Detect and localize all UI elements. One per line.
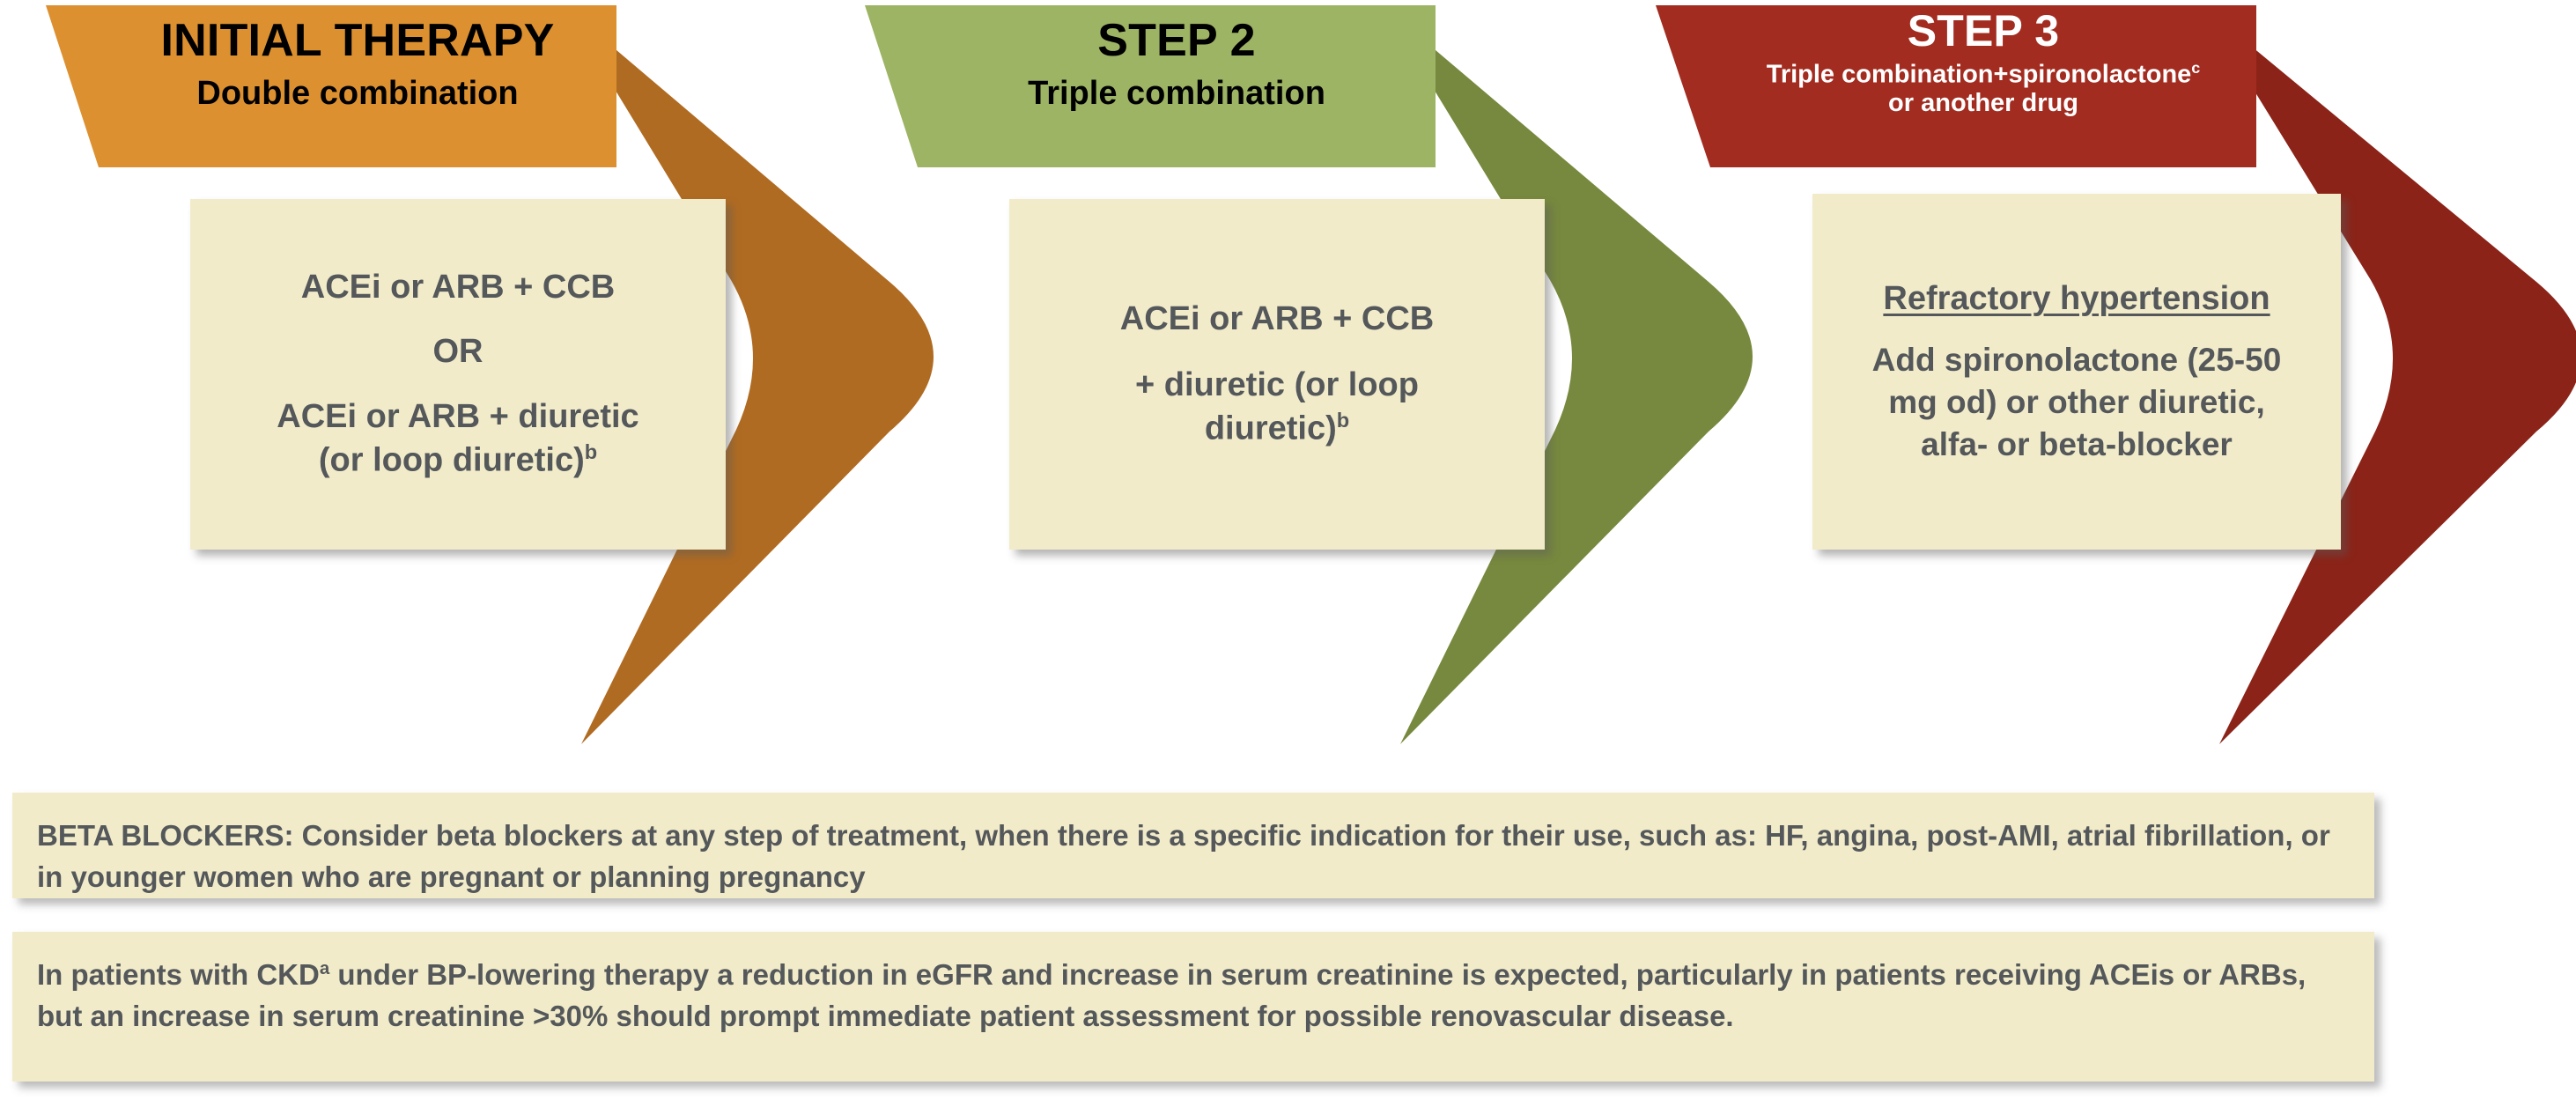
step3-card-line-4-text: alfa- or beta-blocker <box>1921 425 2233 462</box>
step3-banner-title: STEP 3 <box>1907 6 2060 55</box>
step2-card-line-3-text: diuretic) <box>1204 410 1337 448</box>
step3-card-line-2-text: Add spironolactone (25-50 <box>1871 341 2282 378</box>
step2-card-line-3-sup: b <box>1336 409 1350 432</box>
step1-card-line-2-text: OR <box>432 333 483 371</box>
step2-card-line-2-text: + diuretic (or loop <box>1135 365 1419 403</box>
step1-treatment-card: ACEi or ARB + CCB OR ACEi or ARB + diure… <box>190 199 726 550</box>
step1-chevron-arrow <box>564 5 934 744</box>
step1-card-line-4: (or loop diuretic)b <box>319 439 597 483</box>
ckd-note: In patients with CKDa under BP-lowering … <box>12 932 2374 1082</box>
step2-card-line-1-text: ACEi or ARB + CCB <box>1119 299 1435 337</box>
step1-banner-shape <box>46 5 616 167</box>
step3-treatment-card: Refractory hypertension Add spironolacto… <box>1812 194 2341 550</box>
step2-banner-subtitle-text: Triple combination <box>1028 75 1325 113</box>
step1-card-line-3: ACEi or ARB + diuretic <box>277 395 638 439</box>
ckd-note-body-2: under BP-lowering therapy a reduction in… <box>37 958 2307 1032</box>
step2-banner: STEP 2 Triple combination <box>918 7 1436 167</box>
step3-card-heading: Refractory hypertension <box>1883 277 2270 321</box>
step2-card-line-2: + diuretic (or loop <box>1135 364 1419 407</box>
step1-card-line-1: ACEi or ARB + CCB <box>301 266 615 309</box>
beta-blockers-note-body: BETA BLOCKERS: Consider beta blockers at… <box>37 819 2330 893</box>
step1-banner: INITIAL THERAPY Double combination <box>99 7 616 167</box>
step3-banner-subtitle-line2: or another drug <box>1888 89 2078 118</box>
beta-blockers-note: BETA BLOCKERS: Consider beta blockers at… <box>12 793 2374 898</box>
ckd-note-text: In patients with CKDa under BP-lowering … <box>37 955 2350 1037</box>
step1-card-line-2: OR <box>433 330 483 373</box>
step1-banner-title: INITIAL THERAPY <box>160 15 555 66</box>
step3-chevron-arrow <box>2202 5 2576 744</box>
step3-banner-subtitle-line1: Triple combination+spironolactone <box>1766 60 2192 89</box>
ckd-note-body-1: In patients with CKD <box>37 958 320 991</box>
step3-banner-subtitle: Triple combination+spironolactonec or an… <box>1767 59 2201 118</box>
step3-card-line-3: mg od) or other diuretic, <box>1888 381 2265 424</box>
step2-banner-shape <box>865 5 1436 167</box>
step1-card-line-4-text: (or loop diuretic) <box>318 441 585 479</box>
step2-chevron-arrow <box>1383 5 1753 744</box>
step2-card-line-1: ACEi or ARB + CCB <box>1120 298 1434 341</box>
step3-card-line-2: Add spironolactone (25-50 <box>1872 339 2282 381</box>
step2-banner-subtitle: Triple combination <box>1028 75 1325 113</box>
step1-card-line-1-text: ACEi or ARB + CCB <box>300 268 616 306</box>
step2-banner-title: STEP 2 <box>1097 15 1256 66</box>
ckd-note-sup: a <box>319 958 330 978</box>
step2-card-line-3: diuretic)b <box>1205 407 1349 451</box>
step3-card-heading-text: Refractory hypertension <box>1883 280 2270 318</box>
step1-card-line-3-text: ACEi or ARB + diuretic <box>277 397 639 435</box>
step3-banner: STEP 3 Triple combination+spironolactone… <box>1710 4 2256 167</box>
step1-banner-subtitle: Double combination <box>196 75 518 113</box>
beta-blockers-note-text: BETA BLOCKERS: Consider beta blockers at… <box>37 816 2350 898</box>
step1-banner-subtitle-text: Double combination <box>196 75 519 113</box>
step3-card-line-4: alfa- or beta-blocker <box>1921 424 2233 466</box>
step3-card-line-3-text: mg od) or other diuretic, <box>1888 383 2265 420</box>
step1-card-line-4-sup: b <box>584 440 598 464</box>
step3-banner-subtitle-sup: c <box>2191 59 2201 77</box>
step2-treatment-card: ACEi or ARB + CCB + diuretic (or loop di… <box>1009 199 1545 550</box>
step3-banner-shape <box>1656 5 2256 167</box>
